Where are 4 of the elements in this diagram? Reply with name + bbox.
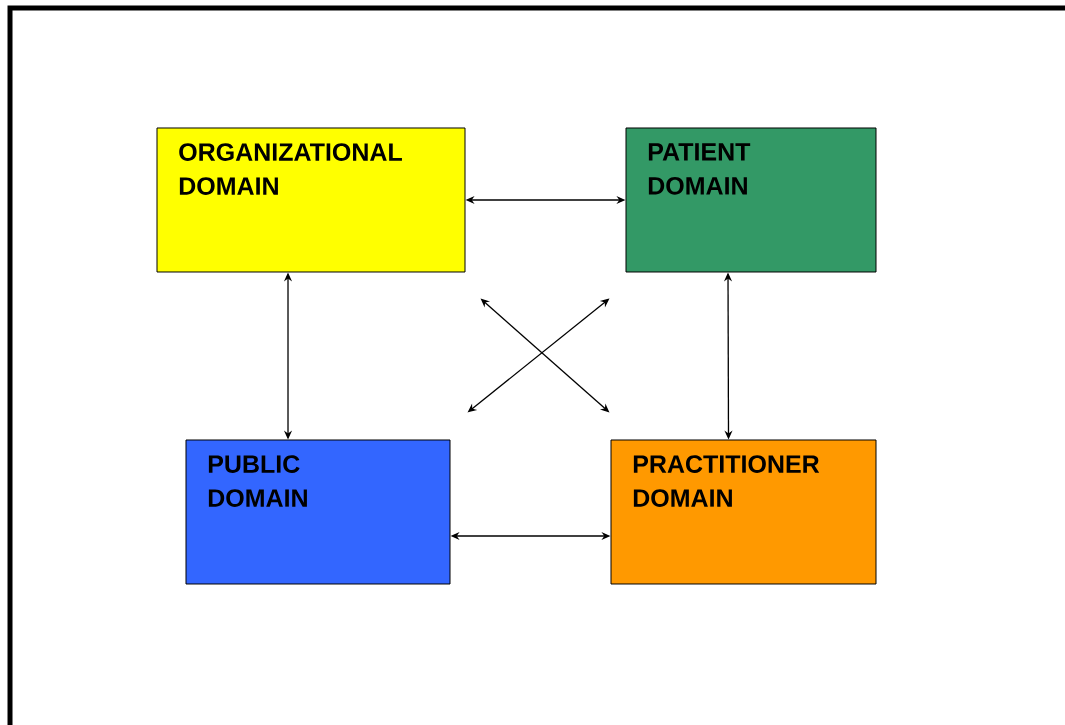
- domain-box: PATIENT DOMAIN: [625, 127, 877, 273]
- domain-box: PUBLIC DOMAIN: [185, 439, 451, 585]
- domain-box: PRACTITIONER DOMAIN: [610, 439, 877, 585]
- domain-box: ORGANIZATIONAL DOMAIN: [156, 127, 466, 273]
